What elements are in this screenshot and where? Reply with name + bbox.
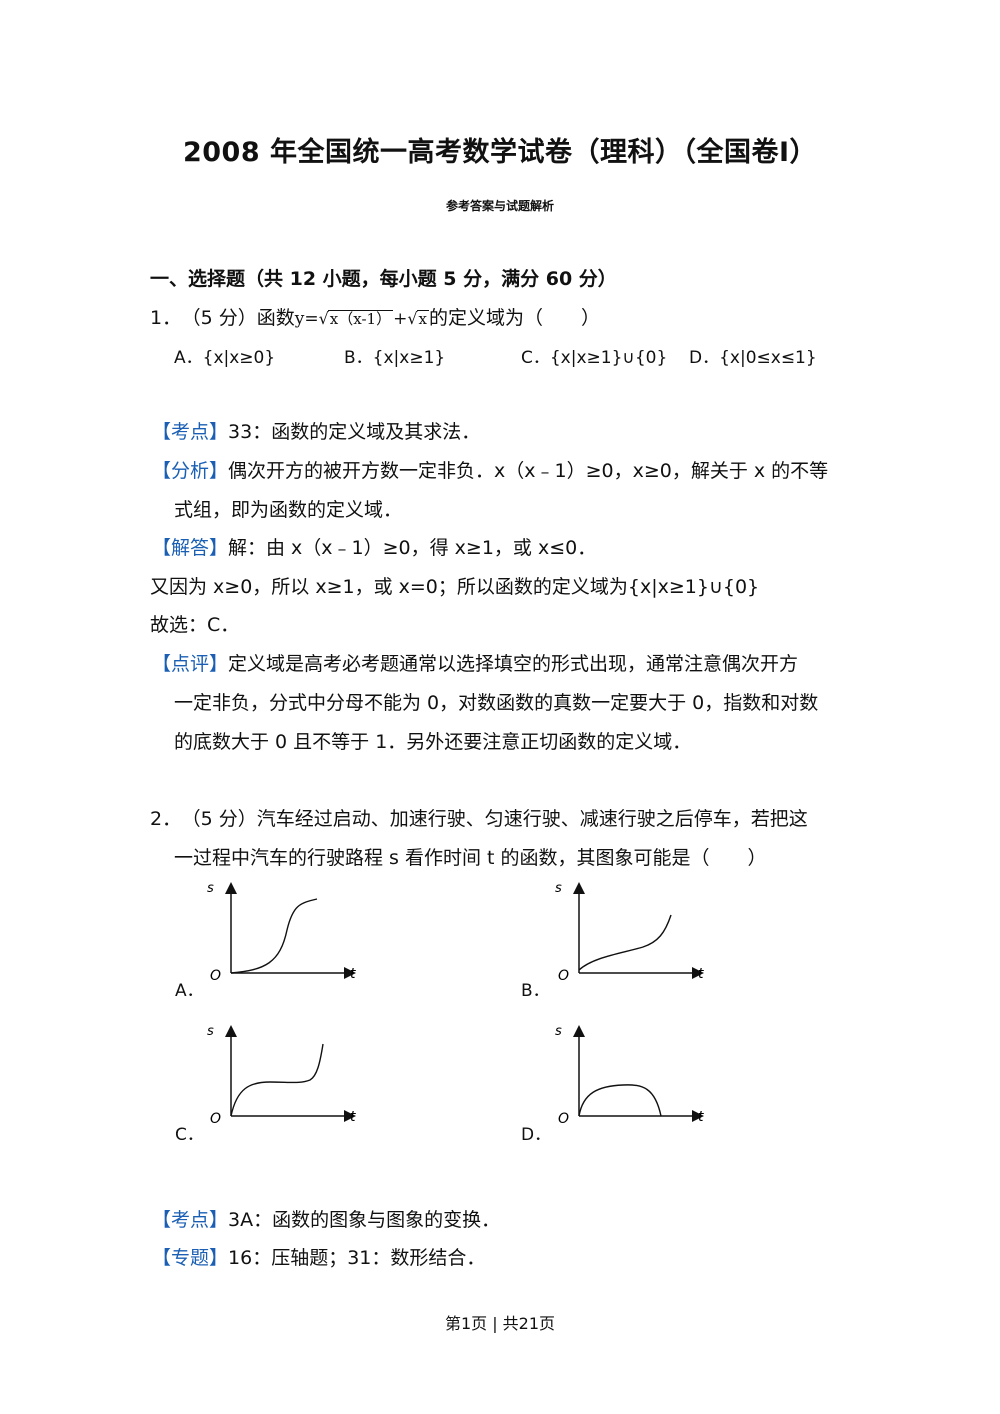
q2-stem-1: 2． （5 分）汽车经过启动、加速行驶、匀速行驶、减速行驶之后停车，若把这	[150, 804, 808, 831]
sqrt-icon: √	[407, 309, 418, 328]
q2-graph-d-label: D．	[521, 1125, 552, 1145]
origin-label: O	[210, 968, 221, 984]
origin-label: O	[558, 1111, 569, 1127]
q2-graph-c: s O t	[207, 1024, 356, 1127]
q1-fn-radicand-1: x（x-1）	[327, 310, 394, 328]
curve	[578, 914, 672, 971]
q2-graph-b-label: B．	[521, 981, 550, 1001]
q2-graph-b: s O t	[555, 881, 704, 984]
q2-graph-d: s O t	[555, 1024, 704, 1127]
curve	[578, 1084, 662, 1117]
q1-jieda-text-2: 又因为 x≥0，所以 x≥1，或 x=0；所以函数的定义域为{x|x≥1}∪{0…	[150, 576, 760, 598]
q2-kaodian: 【考点】3A：函数的图象与图象的变换．	[152, 1205, 500, 1232]
page-footer: 第1页 | 共21页	[444, 1314, 556, 1333]
q1-jieda-text-1: 解：由 x（x﹣1）≥0，得 x≥1，或 x≤0．	[228, 537, 597, 559]
origin-label: O	[558, 968, 569, 984]
q1-kaodian: 【考点】33：函数的定义域及其求法．	[152, 417, 480, 444]
q2-graph-c-label: C．	[175, 1125, 204, 1145]
jieda-tag: 【解答】	[152, 537, 229, 559]
q1-dianping: 【点评】定义域是高考必考题通常以选择填空的形式出现，通常注意偶次开方	[152, 649, 798, 676]
q1-option-c: C．{x|x≥1}∪{0}	[521, 348, 668, 368]
q1-option-d: D．{x|0≤x≤1}	[689, 348, 817, 368]
sqrt-icon: √	[318, 309, 329, 328]
fenxi-tag: 【分析】	[152, 460, 229, 482]
t-label: t	[698, 966, 704, 982]
q1-dianping-text-2: 一定非负，分式中分母不能为 0，对数函数的真数一定要大于 0，指数和对数	[174, 692, 819, 714]
q2-number: 2．	[150, 808, 182, 830]
t-label: t	[350, 1109, 356, 1125]
q2-stem-text-1: （5 分）汽车经过启动、加速行驶、匀速行驶、减速行驶之后停车，若把这	[191, 808, 808, 830]
curve	[230, 898, 318, 974]
page-title: 2008 年全国统一高考数学试卷（理科）（全国卷I）	[182, 137, 818, 168]
q1-fenxi: 【分析】偶次开方的被开方数一定非负．x（x﹣1）≥0，x≥0，解关于 x 的不等	[152, 456, 828, 483]
s-label: s	[207, 1024, 214, 1039]
q2-graph-a: s O t	[207, 881, 356, 984]
q1-dianping-text-1: 定义域是高考必考题通常以选择填空的形式出现，通常注意偶次开方	[228, 653, 799, 675]
q2-zhuanti: 【专题】16：压轴题；31：数形结合．	[152, 1243, 485, 1270]
q1-dianping-text-3: 的底数大于 0 且不等于 1．另外还要注意正切函数的定义域．	[174, 731, 692, 753]
s-label: s	[555, 881, 562, 896]
q1-fn-plus: +	[393, 309, 408, 329]
kaodian-tag: 【考点】	[152, 421, 229, 443]
dianping-tag: 【点评】	[152, 653, 229, 675]
q1-stem-post: 的定义域为（ ）	[429, 307, 601, 329]
page-subtitle: 参考答案与试题解析	[445, 199, 554, 213]
q1-kaodian-text: 33：函数的定义域及其求法．	[228, 421, 481, 443]
q1-fn-radicand-2: x	[416, 310, 429, 328]
q2-stem-text-2: 一过程中汽车的行驶路程 s 看作时间 t 的函数，其图象可能是（ ）	[174, 847, 767, 869]
q2-kaodian-text: 3A：函数的图象与图象的变换．	[228, 1209, 501, 1231]
q1-fenxi-text-2: 式组，即为函数的定义域．	[174, 499, 403, 521]
q1-stem-pre: （5 分）函数	[191, 307, 295, 329]
section-heading: 一、选择题（共 12 小题，每小题 5 分，满分 60 分）	[150, 268, 617, 290]
q1-fn-y: y=	[294, 309, 319, 329]
t-label: t	[350, 966, 356, 982]
q1-option-b: B．{x|x≥1}	[344, 348, 446, 368]
t-label: t	[698, 1109, 704, 1125]
q1-jieda-text-3: 故选：C．	[150, 614, 240, 636]
q2-zhuanti-text: 16：压轴题；31：数形结合．	[228, 1247, 486, 1269]
curve	[230, 1043, 324, 1117]
q1-option-a: A．{x|x≥0}	[174, 348, 276, 368]
q1-fenxi-text-1: 偶次开方的被开方数一定非负．x（x﹣1）≥0，x≥0，解关于 x 的不等	[228, 460, 829, 482]
kaodian-tag: 【考点】	[152, 1209, 229, 1231]
origin-label: O	[210, 1111, 221, 1127]
q1-number: 1．	[150, 307, 182, 329]
s-label: s	[207, 881, 214, 896]
q2-graph-a-label: A．	[175, 981, 204, 1001]
s-label: s	[555, 1024, 562, 1039]
q1-jieda: 【解答】解：由 x（x﹣1）≥0，得 x≥1，或 x≤0．	[152, 533, 596, 560]
zhuanti-tag: 【专题】	[152, 1247, 229, 1269]
